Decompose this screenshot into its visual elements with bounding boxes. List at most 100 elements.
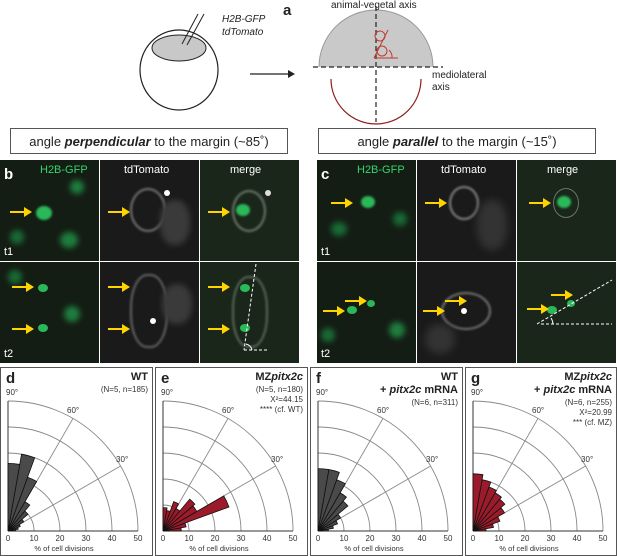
- arrow-icon: [551, 290, 573, 300]
- wedge-80-90: [162, 507, 168, 532]
- header-perpendicular: angle perpendicular to the margin (~85˚): [10, 128, 288, 154]
- radial-tick-label: 0: [6, 534, 11, 543]
- e-chi: X²=44.15: [270, 395, 303, 404]
- radial-tick-label: 10: [495, 534, 504, 543]
- arrow-icon: [423, 306, 445, 316]
- division-angle-overlay: [536, 279, 613, 325]
- wedge-60-70: [162, 501, 180, 532]
- needle-line-2: [186, 13, 205, 46]
- division-angle-overlay: [243, 263, 268, 351]
- radial-tick-label: 10: [185, 534, 194, 543]
- grid-radial-30: [7, 465, 121, 532]
- arrow-icon: [425, 198, 447, 208]
- g-subtitle: (N=6, n=255): [564, 398, 612, 407]
- g-sig: *** (cf. MZ): [572, 418, 612, 427]
- radial-tick-label: 40: [108, 534, 117, 543]
- radial-tick-label: 20: [521, 534, 530, 543]
- radial-tick-label: 10: [340, 534, 349, 543]
- arrow-icon: [12, 282, 34, 292]
- embryo-cells: [151, 34, 207, 62]
- panel-f-label: f: [316, 370, 321, 387]
- angle-tick-label: 60°: [377, 406, 389, 415]
- arrow-icon: [331, 198, 353, 208]
- arrow-icon: [108, 207, 130, 217]
- f-subtitle: (N=6, n=311): [411, 398, 458, 407]
- e-sig: **** (cf. WT): [259, 405, 303, 414]
- angle-tick-label: 60°: [532, 406, 544, 415]
- radial-tick-label: 50: [444, 534, 453, 543]
- arrow-icon: [323, 306, 345, 316]
- x-axis-label: % of cell divisions: [344, 544, 403, 553]
- c-chan-gfp: H2B-GFP: [357, 164, 405, 176]
- g-chi: X²=20.99: [579, 408, 612, 417]
- panel-a-label: a: [283, 2, 292, 19]
- arrow-icon: [529, 198, 551, 208]
- radial-tick-label: 20: [56, 534, 65, 543]
- b-t1-merge: merge: [200, 160, 299, 261]
- c-t2-gfp: t2: [317, 262, 416, 363]
- grid-arc: [162, 426, 268, 532]
- f-title: WT: [440, 371, 458, 383]
- panel-e: e: [155, 367, 308, 556]
- wedge-80-90: [7, 462, 21, 532]
- embryo-label-h2b: H2B-GFP: [222, 14, 266, 25]
- angle-tick-label: 30°: [581, 455, 593, 464]
- c-time-t2: t2: [321, 348, 331, 360]
- wedge-80-90: [317, 468, 330, 532]
- grid-arc: [472, 400, 604, 532]
- radial-tick-label: 50: [289, 534, 298, 543]
- b-t2-gfp: t2: [0, 262, 99, 363]
- d-title: WT: [130, 371, 148, 383]
- g-title-line2: + pitx2c mRNA: [534, 384, 612, 396]
- division-angle-arc: [388, 49, 393, 59]
- x-axis-label: % of cell divisions: [499, 544, 558, 553]
- wedge-20-30: [162, 495, 230, 532]
- wedge-70-80: [7, 453, 36, 532]
- grid-arc: [7, 426, 113, 532]
- b-t2-tdtomato: [100, 262, 199, 363]
- b-t2-merge: [200, 262, 299, 363]
- grid-arc: [162, 478, 216, 532]
- radial-tick-label: 30: [547, 534, 556, 543]
- e-title: MZpitx2c: [255, 371, 303, 383]
- radial-tick-label: 50: [599, 534, 608, 543]
- b-chan-tdtomato: tdTomato: [124, 164, 170, 176]
- angle-tick-label: 90°: [471, 388, 483, 397]
- grid-arc: [7, 400, 139, 532]
- radial-tick-label: 30: [237, 534, 246, 543]
- grid-arc: [472, 452, 552, 532]
- angle-tick-label: 90°: [316, 388, 328, 397]
- needle-line-1: [181, 13, 199, 45]
- x-axis-label: % of cell divisions: [189, 544, 248, 553]
- panel-e-label: e: [161, 370, 170, 387]
- panel-c: c H2B-GFP t1 tdTomato merge t2: [317, 160, 617, 363]
- arrow-icon: [208, 207, 230, 217]
- arrow-icon: [108, 282, 130, 292]
- axis-label-mediolateral: mediolateral: [432, 70, 487, 81]
- b-time-t2: t2: [4, 348, 14, 360]
- d-subtitle: (N=5, n=185): [100, 385, 148, 394]
- arrow-icon: [12, 324, 34, 334]
- grid-arc: [472, 426, 578, 532]
- arrow-icon: [208, 324, 230, 334]
- g-title: MZpitx2c: [564, 371, 612, 383]
- axis-label-axis: axis: [432, 82, 450, 93]
- panel-d-label: d: [6, 370, 16, 387]
- c-t1-merge: merge: [517, 160, 616, 261]
- embryo-label-tdtomato: tdTomato: [222, 27, 264, 38]
- panel-b-label: b: [4, 166, 14, 183]
- radial-tick-label: 30: [82, 534, 91, 543]
- grid-arc: [162, 400, 294, 532]
- arrow-icon: [527, 304, 549, 314]
- panel-b: b H2B-GFP t1 tdTomato merge t2: [0, 160, 300, 363]
- f-title-line2: + pitx2c mRNA: [380, 384, 458, 396]
- radial-tick-label: 50: [134, 534, 143, 543]
- radial-tick-label: 20: [211, 534, 220, 543]
- c-t1-gfp: c H2B-GFP t1: [317, 160, 416, 261]
- division-axis: [373, 29, 389, 59]
- grid-arc: [317, 400, 449, 532]
- axis-label-animal-vegetal: animal-vegetal axis: [331, 0, 417, 11]
